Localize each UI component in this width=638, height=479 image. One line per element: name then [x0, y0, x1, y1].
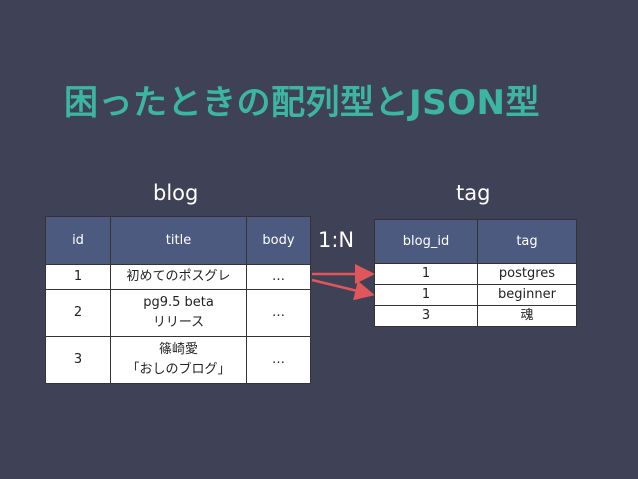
blog-cell-body: … [246, 264, 311, 290]
tag-cell-blog-id: 1 [374, 284, 478, 306]
blog-title-line: 「おしのブログ」 [126, 362, 231, 377]
relation-arrow-2 [311, 278, 375, 301]
blog-header-title: title [110, 216, 247, 265]
table-row: 1 beginner [374, 284, 577, 306]
blog-cell-body: … [246, 336, 311, 384]
blog-table: id title body 1 初めてのポスグレ … 2 pg9.5 beta … [45, 216, 311, 384]
blog-header-row: id title body [45, 216, 311, 265]
tag-cell-blog-id: 3 [374, 305, 478, 327]
table-row: 3 篠崎愛 「おしのブログ」 … [45, 336, 311, 384]
table-row: 2 pg9.5 beta リリース … [45, 289, 311, 337]
table-row: 1 初めてのポスグレ … [45, 264, 311, 290]
tag-table-caption: tag [456, 181, 491, 205]
table-row: 3 魂 [374, 305, 577, 327]
blog-header-body: body [246, 216, 311, 265]
tag-cell-tag: beginner [477, 284, 577, 306]
blog-cell-id: 3 [45, 336, 111, 384]
blog-cell-id: 2 [45, 289, 111, 337]
relation-label: 1:N [318, 228, 355, 252]
blog-cell-title: 篠崎愛 「おしのブログ」 [110, 336, 247, 384]
blog-table-caption: blog [153, 181, 199, 205]
tag-header-blog-id: blog_id [374, 219, 478, 264]
blog-cell-id: 1 [45, 264, 111, 290]
blog-title-line: 篠崎愛 [158, 342, 198, 357]
tag-table: blog_id tag 1 postgres 1 beginner 3 魂 [374, 219, 577, 327]
blog-cell-title: 初めてのポスグレ [110, 264, 247, 290]
blog-title-line: リリース [152, 315, 205, 330]
blog-cell-body: … [246, 289, 311, 337]
tag-header-tag: tag [477, 219, 577, 264]
tag-header-row: blog_id tag [374, 219, 577, 264]
blog-title-line: pg9.5 beta [143, 295, 214, 310]
blog-header-id: id [45, 216, 111, 265]
tag-cell-tag: 魂 [477, 305, 577, 327]
blog-title-line: 初めてのポスグレ [126, 269, 231, 284]
slide-title: 困ったときの配列型とJSON型 [64, 83, 540, 123]
